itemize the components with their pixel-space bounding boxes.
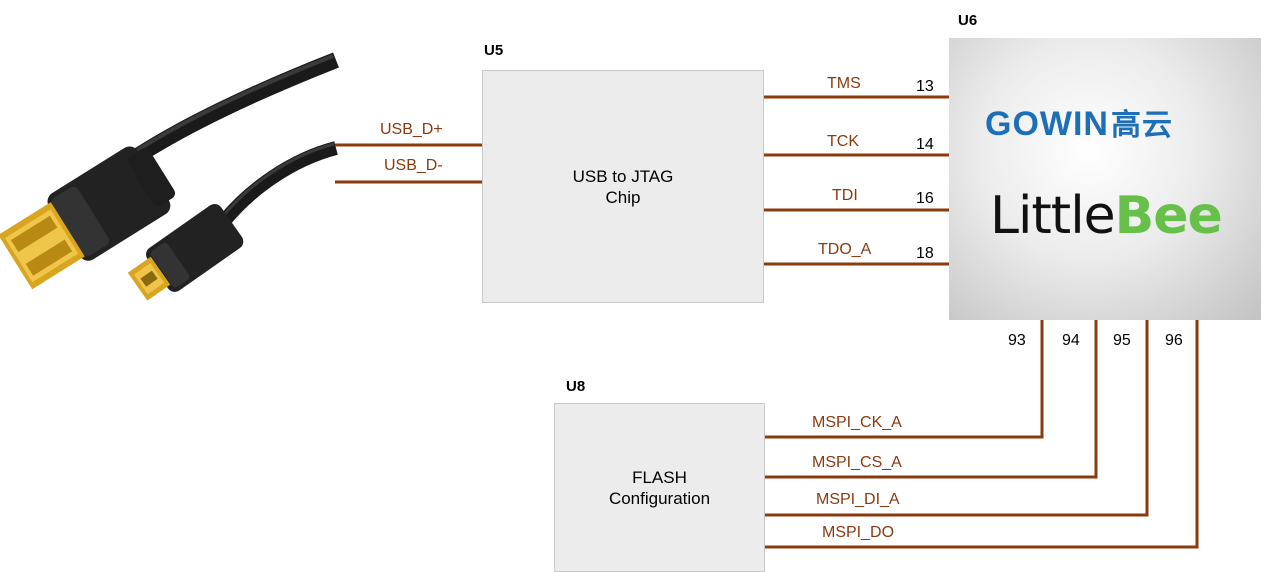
u8-ref: U8 bbox=[566, 378, 585, 395]
flash-configuration-chip: FLASH Configuration bbox=[554, 403, 765, 572]
signal-label-mspi-ck: MSPI_CK_A bbox=[812, 414, 902, 432]
wire-mspi-ck bbox=[765, 320, 1042, 437]
signal-label-mspi-di: MSPI_DI_A bbox=[816, 491, 900, 509]
signal-label-mspi-cs: MSPI_CS_A bbox=[812, 454, 902, 472]
littlebee-bee: Bee bbox=[1115, 186, 1222, 246]
pin-number-tdo: 18 bbox=[916, 245, 934, 263]
gowin-brand: GOWIN bbox=[985, 105, 1109, 143]
pin-number-tms: 13 bbox=[916, 78, 934, 96]
littlebee-little: Little bbox=[990, 186, 1115, 246]
gowin-logo: GOWIN高云 bbox=[985, 100, 1173, 144]
pin-number-mspi-cs: 94 bbox=[1062, 332, 1080, 350]
signal-label-tdo: TDO_A bbox=[818, 241, 871, 259]
u5-label-line2: Chip bbox=[573, 187, 674, 208]
u8-label-line1: FLASH bbox=[609, 467, 710, 488]
pin-number-mspi-do: 96 bbox=[1165, 332, 1183, 350]
usb-jtag-chip: USB to JTAG Chip bbox=[482, 70, 764, 303]
signal-label-usb-dp: USB_D+ bbox=[380, 121, 443, 139]
gowin-fpga-chip bbox=[949, 38, 1261, 320]
signal-label-tms: TMS bbox=[827, 75, 861, 93]
signal-label-mspi-do: MSPI_DO bbox=[822, 524, 894, 542]
pin-number-mspi-ck: 93 bbox=[1008, 332, 1026, 350]
signal-label-tck: TCK bbox=[827, 133, 859, 151]
pin-number-mspi-di: 95 bbox=[1113, 332, 1131, 350]
signal-label-tdi: TDI bbox=[832, 187, 858, 205]
u8-label-line2: Configuration bbox=[609, 488, 710, 509]
u6-ref: U6 bbox=[958, 12, 977, 29]
u5-label-line1: USB to JTAG bbox=[573, 166, 674, 187]
gowin-brand-cn: 高云 bbox=[1111, 109, 1173, 142]
pin-number-tdi: 16 bbox=[916, 190, 934, 208]
wire-mspi-do bbox=[765, 320, 1197, 547]
signal-label-usb-dm: USB_D- bbox=[384, 157, 443, 175]
littlebee-logo: LittleBee bbox=[990, 186, 1222, 246]
pin-number-tck: 14 bbox=[916, 136, 934, 154]
u5-ref: U5 bbox=[484, 42, 503, 59]
